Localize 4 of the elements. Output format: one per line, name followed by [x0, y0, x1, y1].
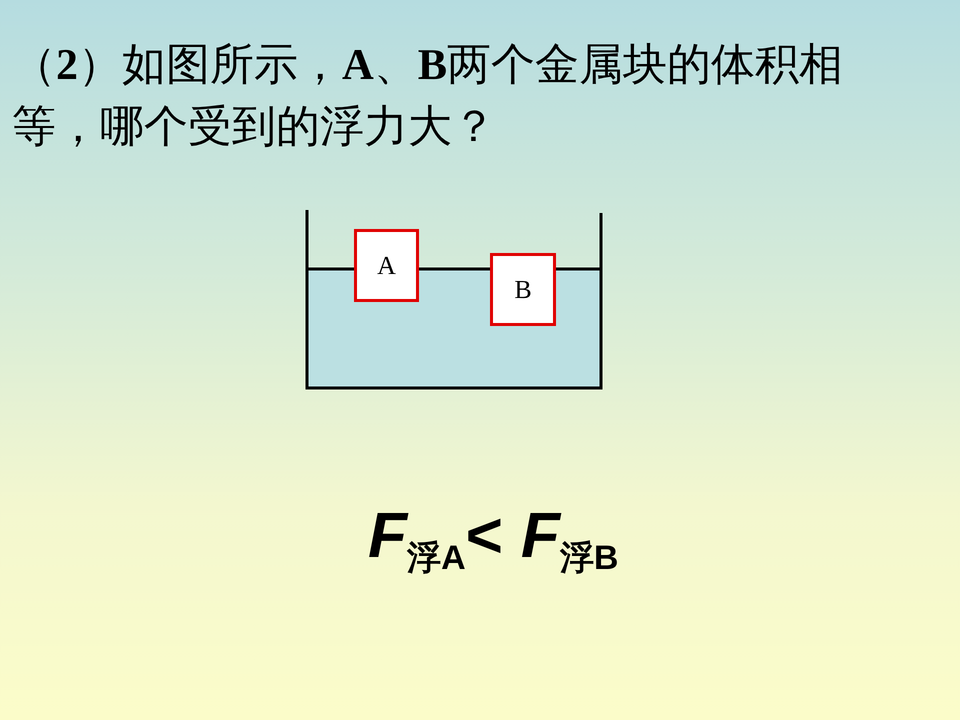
formula-text: F$_{浮A}$< F$_{浮B}$: [368, 498, 618, 579]
question-text: （2）如图所示，A、B两个金属块的体积相等，哪个受到的浮力大？: [12, 39, 844, 153]
metal-block: A: [354, 229, 419, 302]
metal-block: B: [490, 253, 556, 326]
